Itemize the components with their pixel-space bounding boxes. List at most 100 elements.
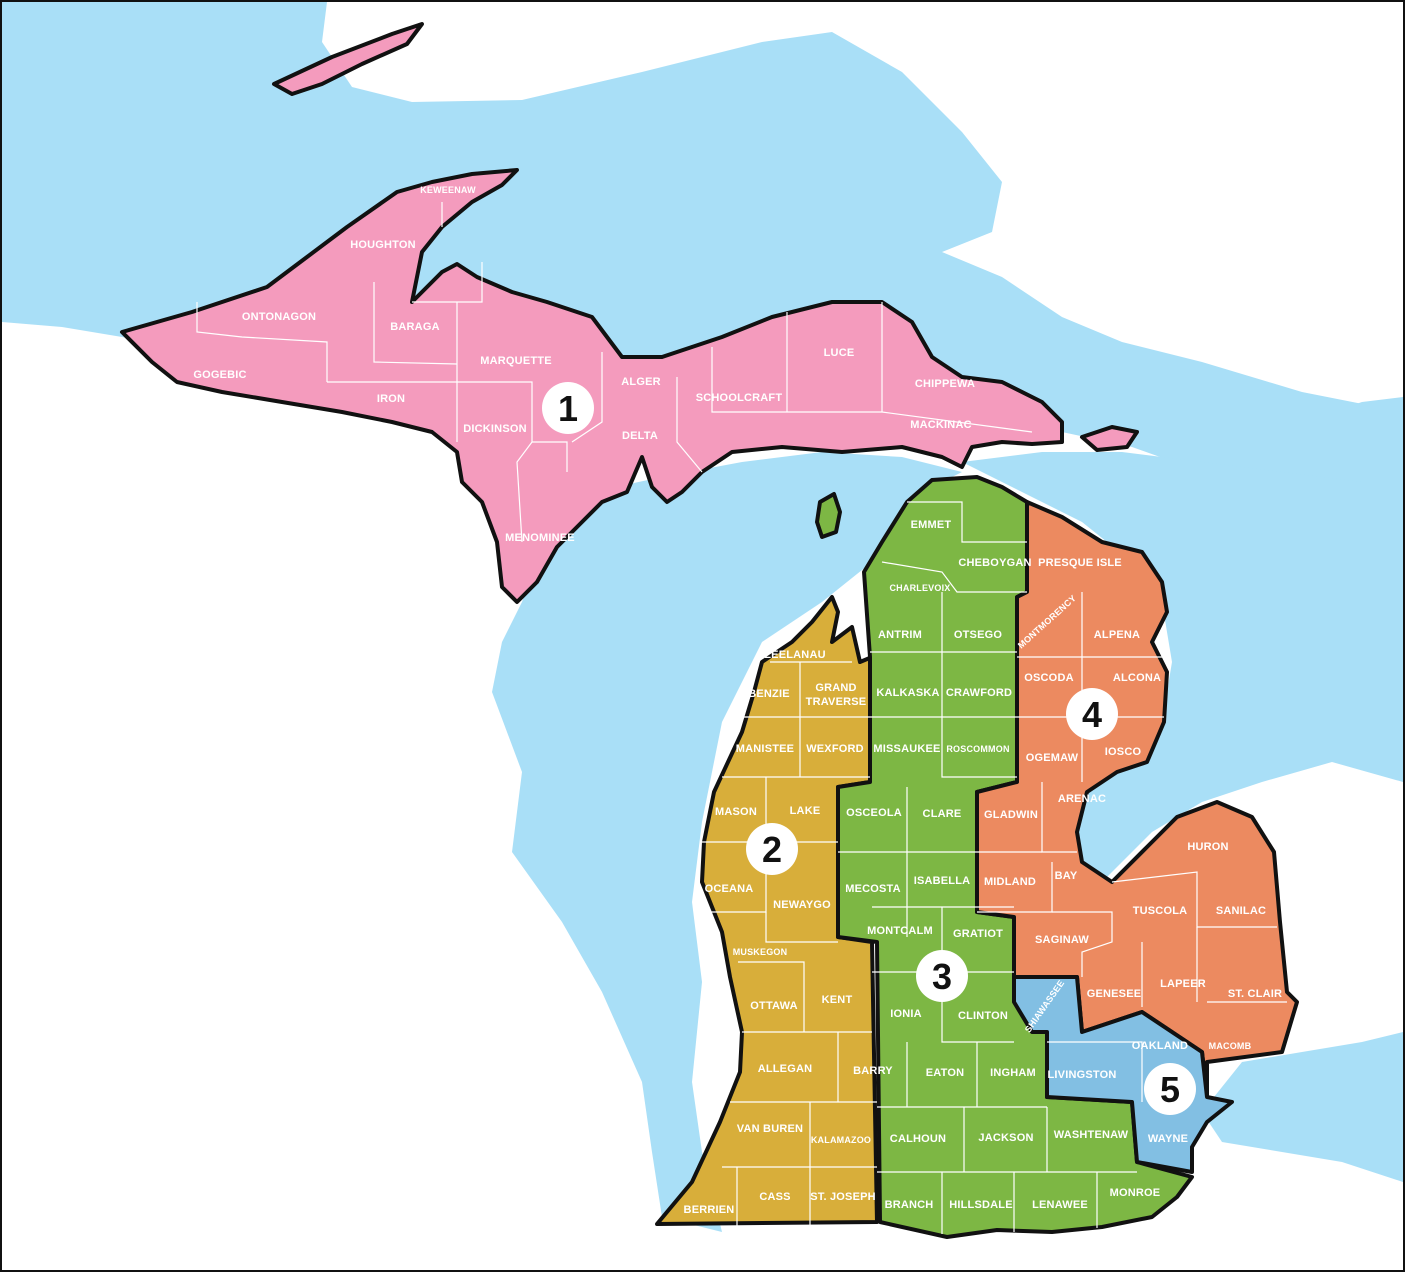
county-label-delta: DELTA [622,430,658,442]
region-number-1: 1 [558,388,578,429]
county-label-allegan: ALLEGAN [758,1063,813,1075]
region-marker-4[interactable]: 4 [1066,688,1118,740]
county-label-clare: CLARE [923,808,962,820]
county-label-ottawa: OTTAWA [750,1000,797,1012]
county-label-lapeer: LAPEER [1160,978,1206,990]
region-2-west-michigan [655,595,879,1226]
region-5-southeast [1012,975,1234,1174]
county-label-hillsdale: HILLSDALE [949,1199,1013,1211]
isle-royale [272,22,424,96]
county-label-antrim: ANTRIM [878,629,922,641]
region-4-northeast [975,500,1299,1099]
county-label-grand-traverse-1: GRAND [815,682,856,694]
region-marker-2[interactable]: 2 [746,823,798,875]
county-label-charlevoix: CHARLEVOIX [889,583,950,593]
county-label-oakland: OAKLAND [1132,1040,1188,1052]
county-label-muskegon: MUSKEGON [733,947,788,957]
county-label-dickinson: DICKINSON [463,423,527,435]
region-markers: 1 2 3 4 5 [542,382,1196,1115]
county-label-roscommon: ROSCOMMON [946,744,1009,754]
county-label-macomb: MACOMB [1209,1041,1252,1051]
county-label-montcalm: MONTCALM [867,925,933,937]
region-number-5: 5 [1160,1069,1180,1110]
region-number-2: 2 [762,829,782,870]
county-label-alcona: ALCONA [1113,672,1161,684]
county-label-benzie: BENZIE [748,688,790,700]
county-lines [196,202,1287,1234]
county-label-branch: BRANCH [885,1199,934,1211]
county-label-wayne: WAYNE [1148,1133,1188,1145]
county-label-marquette: MARQUETTE [480,355,551,367]
county-label-clinton: CLINTON [958,1010,1008,1022]
county-label-kent: KENT [822,994,853,1006]
county-label-leelanau: LEELANAU [764,649,826,661]
county-label-grand-traverse-2: TRAVERSE [806,696,867,708]
county-label-lake: LAKE [790,805,821,817]
county-label-luce: LUCE [824,347,855,359]
county-label-ingham: INGHAM [990,1067,1036,1079]
county-label-keweenaw: KEWEENAW [420,185,476,195]
county-label-calhoun: CALHOUN [890,1133,946,1145]
county-label-saginaw: SAGINAW [1035,934,1089,946]
county-label-baraga: BARAGA [390,321,439,333]
county-label-houghton: HOUGHTON [350,239,416,251]
county-label-jackson: JACKSON [978,1132,1033,1144]
county-label-cheboygan: CHEBOYGAN [958,557,1031,569]
county-label-mecosta: MECOSTA [845,883,901,895]
region-marker-3[interactable]: 3 [916,950,968,1002]
county-labels: KEWEENAW HOUGHTON ONTONAGON BARAGA GOGEB… [193,185,1282,1216]
georgian-bay-water [1302,397,1403,472]
lake-huron [962,452,1403,882]
drummond-island [1080,425,1139,452]
county-label-alpena: ALPENA [1094,629,1140,641]
lake-michigan [472,452,962,1232]
county-label-van-buren: VAN BUREN [737,1123,803,1135]
county-label-berrien: BERRIEN [684,1204,735,1216]
county-label-st-joseph: ST. JOSEPH [810,1191,876,1203]
county-label-barry: BARRY [853,1065,893,1077]
county-label-st-clair: ST. CLAIR [1228,988,1282,1000]
county-label-ionia: IONIA [890,1008,922,1020]
county-label-kalkaska: KALKASKA [876,687,939,699]
county-label-osceola: OSCEOLA [846,807,902,819]
county-label-isabella: ISABELLA [914,875,971,887]
beaver-island [815,492,842,539]
county-label-iron: IRON [377,393,405,405]
county-label-oceana: OCEANA [705,883,754,895]
region-marker-1[interactable]: 1 [542,382,594,434]
region-number-3: 3 [932,956,952,997]
county-label-gogebic: GOGEBIC [193,369,246,381]
region-number-4: 4 [1082,694,1102,735]
county-label-midland: MIDLAND [984,876,1036,888]
county-label-monroe: MONROE [1110,1187,1161,1199]
county-label-sanilac: SANILAC [1216,905,1266,917]
county-label-schoolcraft: SCHOOLCRAFT [696,392,783,404]
county-label-ontonagon: ONTONAGON [242,311,316,323]
county-label-cass: CASS [759,1191,790,1203]
county-label-mackinac: MACKINAC [910,419,971,431]
county-label-arenac: ARENAC [1058,793,1106,805]
lake-erie [1202,1032,1403,1182]
county-label-gladwin: GLADWIN [984,809,1038,821]
county-label-wexford: WEXFORD [806,743,864,755]
county-label-presque-isle: PRESQUE ISLE [1038,557,1122,569]
county-label-missaukee: MISSAUKEE [873,743,940,755]
county-label-livingston: LIVINGSTON [1047,1069,1116,1081]
county-label-genesee: GENESEE [1087,988,1142,1000]
region-marker-5[interactable]: 5 [1144,1063,1196,1115]
county-label-iosco: IOSCO [1105,746,1142,758]
county-label-emmet: EMMET [911,519,952,531]
county-label-alger: ALGER [621,376,661,388]
county-label-chippewa: CHIPPEWA [915,378,975,390]
county-label-eaton: EATON [926,1067,965,1079]
county-label-otsego: OTSEGO [954,629,1003,641]
county-label-bay: BAY [1055,870,1078,882]
county-label-huron: HURON [1187,841,1228,853]
county-label-tuscola: TUSCOLA [1133,905,1188,917]
lake-superior [2,2,1403,532]
county-label-menominee: MENOMINEE [505,532,575,544]
county-label-washtenaw: WASHTENAW [1054,1129,1129,1141]
county-label-mason: MASON [715,806,757,818]
